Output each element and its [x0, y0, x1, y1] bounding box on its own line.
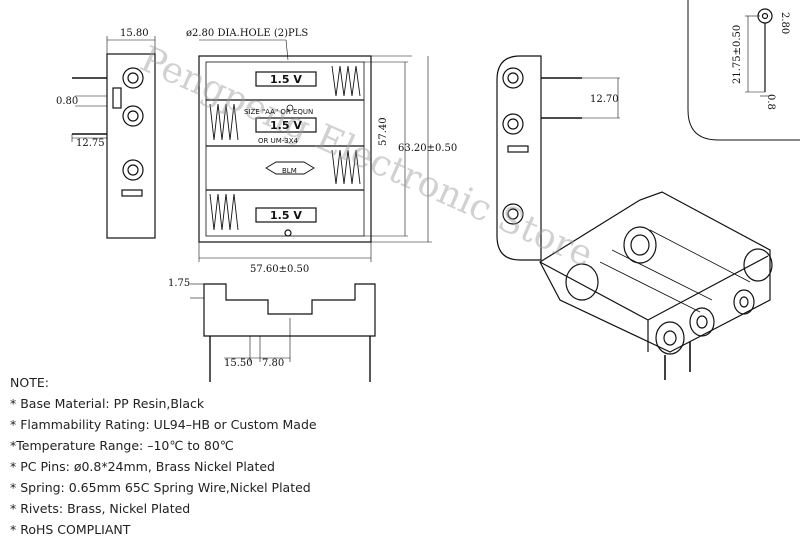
watermark-text: Pengpeng Electronic Store — [134, 39, 599, 276]
cell-size-label: SIZE "AA" OR EQUN — [244, 108, 313, 116]
cell-4-voltage: 1.5 V — [270, 209, 302, 222]
bottom-profile-view — [190, 283, 376, 382]
dim-hole: ø2.80 DIA.HOLE (2)PLS — [186, 28, 308, 39]
dim-outer-height: 63.20±0.50 — [398, 143, 457, 154]
note-item: * Spring: 0.65mm 65C Spring Wire,Nickel … — [10, 480, 311, 495]
isometric-view — [539, 191, 773, 380]
note-item: * PC Pins: ø0.8*24mm, Brass Nickel Plate… — [10, 459, 275, 474]
cell-blm-label: BLM — [282, 167, 297, 175]
detail-view — [687, 0, 800, 141]
note-item: * Rivets: Brass, Nickel Plated — [10, 501, 191, 516]
dim-lug-thick: 1.75 — [168, 278, 190, 289]
right-side-view — [496, 55, 620, 261]
dim-lug-pitch-a: 15.50 — [224, 358, 253, 369]
dim-circ-length: 21.75±0.50 — [732, 25, 743, 84]
cell-1-voltage: 1.5 V — [270, 73, 302, 86]
note-item: * Flammability Rating: UL94–HB or Custom… — [10, 417, 317, 432]
note-item: * RoHS COMPLIANT — [10, 522, 131, 537]
dim-pin-length: 12.70 — [590, 94, 619, 105]
notes-title: NOTE: — [10, 375, 49, 390]
dim-top-width: 15.80 — [120, 28, 149, 39]
cell-um-label: OR UM-3X4 — [258, 137, 299, 145]
dim-lug-pitch-b: 7.80 — [262, 358, 284, 369]
dim-width: 57.60±0.50 — [250, 264, 309, 275]
dim-pin-thick: 0.80 — [56, 96, 78, 107]
dim-pin-offset: 12.75 — [76, 138, 105, 149]
note-item: * Base Material: PP Resin,Black — [10, 396, 205, 411]
dim-inner-height: 57.40 — [378, 117, 389, 146]
blm-arrow-icon — [265, 161, 315, 175]
dim-circ-tip: 0.8 — [765, 94, 776, 110]
dim-circ-pin: 2.80 — [779, 12, 790, 34]
cell-2-voltage: 1.5 V — [270, 119, 302, 132]
note-item: *Temperature Range: –10℃ to 80℃ — [10, 438, 234, 453]
left-side-view — [71, 36, 156, 239]
notes-section: NOTE: * Base Material: PP Resin,Black * … — [10, 372, 570, 540]
front-view — [198, 39, 432, 262]
